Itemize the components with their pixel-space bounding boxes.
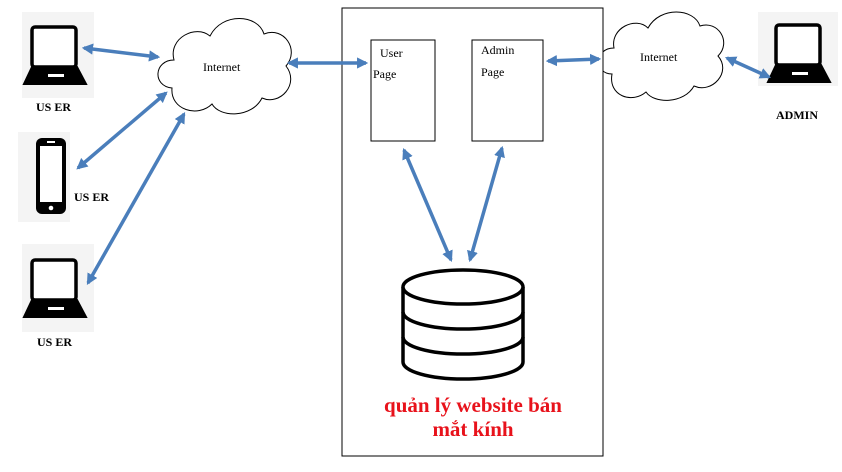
database-title-line1: quản lý website bán: [384, 393, 562, 417]
user-label: US ER: [37, 335, 72, 349]
admin-label: ADMIN: [776, 108, 818, 122]
arrow-phone-cloud: [76, 91, 168, 170]
admin-laptop: ADMIN: [758, 12, 838, 122]
arrow-user3-cloud: [86, 112, 186, 285]
database-icon: [401, 268, 525, 381]
user-phone: US ER: [18, 132, 109, 222]
laptop-icon: [22, 258, 88, 318]
database-title-line2: mắt kính: [432, 417, 513, 441]
cloud-label: Internet: [640, 50, 678, 64]
cloud-icon: [598, 11, 725, 101]
user-laptop-1: US ER: [22, 12, 94, 114]
internet-cloud-left: Internet: [157, 18, 292, 115]
arrow-cloud-admin: [724, 56, 772, 79]
user-label: US ER: [74, 190, 109, 204]
server-container: User Page Admin Page quản lý website bán…: [341, 7, 604, 457]
internet-cloud-right: Internet: [598, 11, 725, 101]
laptop-icon: [22, 25, 88, 85]
arrow-userpage-db: [402, 147, 453, 263]
admin-page-label-line2: Page: [481, 65, 504, 79]
cloud-label: Internet: [203, 60, 241, 74]
user-label: US ER: [36, 100, 71, 114]
arrow-adminpage-cloud: [545, 53, 602, 67]
user-page-label-line1: User: [380, 46, 403, 60]
user-page-box: User Page: [370, 39, 436, 142]
smartphone-icon: [36, 138, 66, 214]
admin-page-label-line1: Admin: [481, 43, 514, 57]
admin-page-box: Admin Page: [471, 39, 544, 142]
connection-arrows: [76, 43, 772, 285]
user-page-label-line2: Page: [373, 67, 396, 81]
arrow-adminpage-db: [467, 145, 505, 263]
cloud-icon: [157, 18, 292, 115]
user-laptop-3: US ER: [22, 244, 94, 349]
laptop-icon: [766, 23, 832, 83]
arrow-user1-cloud: [81, 43, 161, 62]
